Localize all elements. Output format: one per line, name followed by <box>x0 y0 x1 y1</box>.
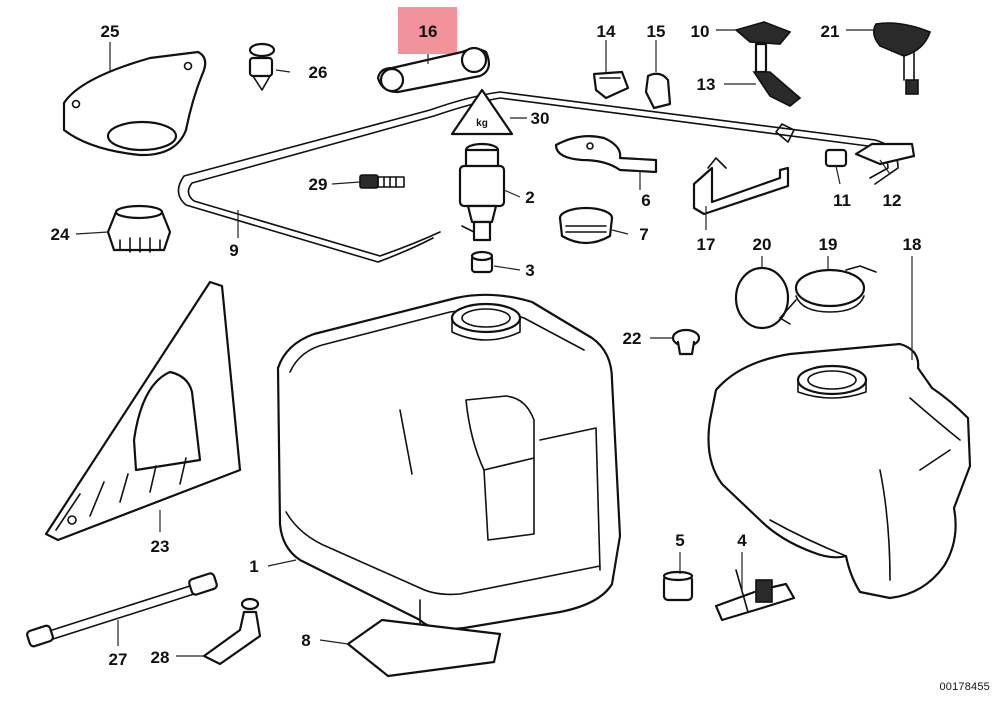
callout-18: 18 <box>903 235 922 254</box>
connector-part-12 <box>854 142 916 166</box>
callout-9: 9 <box>229 241 238 260</box>
callout-15: 15 <box>647 22 666 41</box>
clip-on-hose <box>775 123 795 143</box>
highlight-box <box>398 7 457 54</box>
callout-1: 1 <box>249 557 258 576</box>
callout-24: 24 <box>51 225 70 244</box>
callout-2: 2 <box>525 188 534 207</box>
clip-part-15 <box>644 72 672 110</box>
filler-cap-part-7 <box>558 206 614 245</box>
pad-part-8 <box>346 618 502 678</box>
cover-plate-part-6 <box>554 135 658 174</box>
hose-clamp-part-16 <box>376 46 491 94</box>
clip-part-14 <box>592 70 630 100</box>
nozzle-part-10 <box>734 21 802 107</box>
grommet-part-5 <box>662 570 694 602</box>
rod-part-27 <box>26 572 218 648</box>
callout-4: 4 <box>737 531 747 550</box>
cap-part-19 <box>779 265 877 325</box>
svg-text:kg: kg <box>476 118 488 129</box>
callout-16: 16 <box>419 22 438 41</box>
leader-lines <box>75 29 913 657</box>
callout-19: 19 <box>819 235 838 254</box>
callout-25: 25 <box>101 22 120 41</box>
callout-27: 27 <box>109 650 128 669</box>
reservoir-part-1 <box>276 293 622 631</box>
callout-21: 21 <box>821 22 840 41</box>
clip-part-26 <box>248 42 276 91</box>
sensor-part-4 <box>714 569 796 622</box>
callout-22: 22 <box>623 329 642 348</box>
callout-14: 14 <box>597 22 616 41</box>
callout-29: 29 <box>309 175 328 194</box>
plug-part-22 <box>671 328 701 356</box>
callout-20: 20 <box>753 235 772 254</box>
callout-7: 7 <box>639 225 648 244</box>
reference-number: 00178455 <box>939 681 990 693</box>
nozzle-part-21 <box>872 22 931 95</box>
pump-part-2 <box>458 142 506 242</box>
callout-5: 5 <box>675 531 684 550</box>
callout-11: 11 <box>833 191 851 210</box>
elbow-part-28 <box>202 597 262 666</box>
callout-3: 3 <box>525 261 534 280</box>
callout-13: 13 <box>697 75 716 94</box>
callout-12: 12 <box>883 191 902 210</box>
callout-10: 10 <box>691 22 710 41</box>
bracket-part-23 <box>44 280 242 542</box>
pin-part-29 <box>359 174 405 189</box>
connector-part-11 <box>824 148 848 168</box>
callout-8: 8 <box>301 631 310 650</box>
callout-6: 6 <box>641 191 650 210</box>
callout-17: 17 <box>697 235 716 254</box>
warning-label-part-30: kg <box>450 88 514 136</box>
callout-26: 26 <box>309 63 328 82</box>
reservoir-part-18 <box>707 342 972 600</box>
grommet-part-3 <box>470 250 494 274</box>
cap-part-24 <box>106 204 172 253</box>
callout-labels: 25 26 16 14 15 10 21 13 30 29 2 3 9 24 6… <box>51 22 922 669</box>
callout-28: 28 <box>151 648 170 667</box>
callout-23: 23 <box>151 537 170 556</box>
bracket-part-17 <box>692 157 790 216</box>
callout-30: 30 <box>531 109 550 128</box>
bracket-part-25 <box>62 50 207 157</box>
